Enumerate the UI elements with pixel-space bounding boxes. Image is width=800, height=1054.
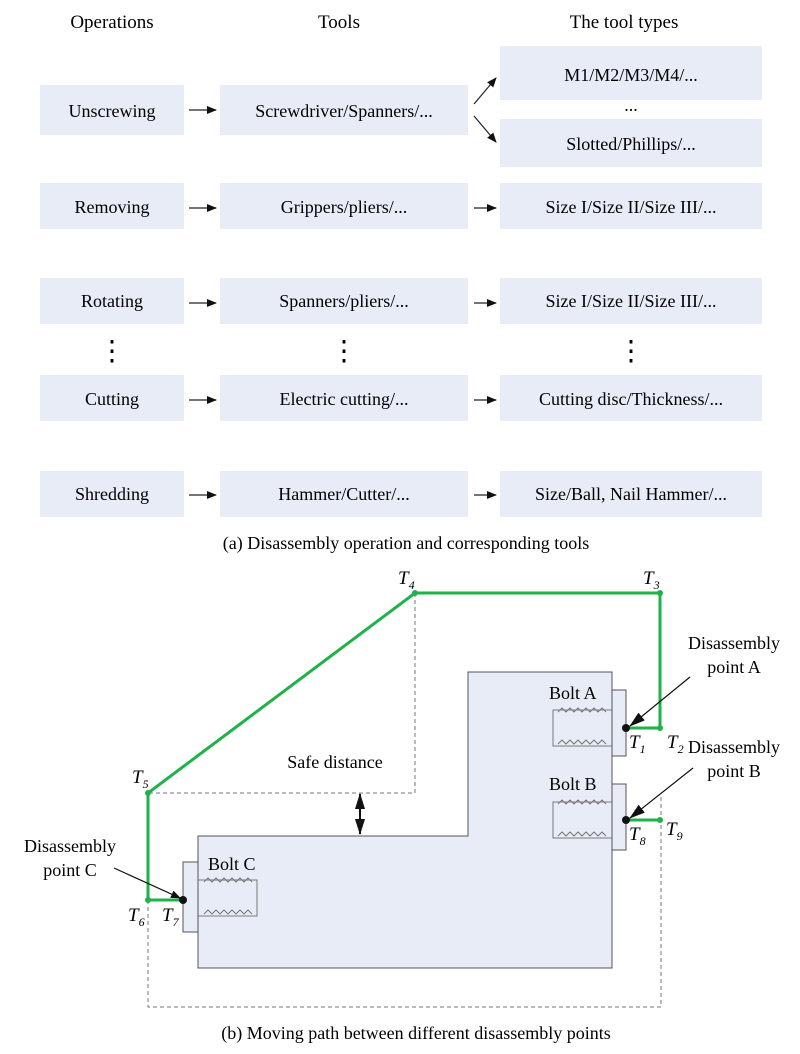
type-label: Size I/Size II/Size III/... bbox=[546, 291, 717, 311]
type-box bbox=[500, 119, 762, 167]
row-cutting: Cutting Electric cutting/... Cutting dis… bbox=[40, 375, 762, 421]
waypoint-t7 bbox=[179, 896, 187, 904]
operation-label: Shredding bbox=[75, 484, 149, 504]
bolt-c-label: Bolt C bbox=[208, 854, 256, 874]
tool-label: Spanners/pliers/... bbox=[279, 291, 408, 311]
tool-label: Grippers/pliers/... bbox=[281, 197, 407, 217]
waypoint-label-t1: T1 bbox=[629, 732, 646, 756]
type-label: Cutting disc/Thickness/... bbox=[539, 389, 723, 409]
point-c-label-line2: point C bbox=[43, 860, 97, 880]
bolt-b-label: Bolt B bbox=[549, 774, 597, 794]
row-shredding: Shredding Hammer/Cutter/... Size/Ball, N… bbox=[40, 471, 762, 517]
tool-label: Screwdriver/Spanners/... bbox=[255, 101, 432, 121]
thread-mark bbox=[203, 909, 253, 915]
operation-box bbox=[40, 183, 184, 229]
type-box bbox=[500, 278, 762, 324]
tool-box bbox=[220, 183, 468, 229]
point-b-pointer bbox=[629, 767, 694, 819]
header-tool-types: The tool types bbox=[570, 12, 679, 33]
tool-box bbox=[220, 278, 468, 324]
waypoint-t2 bbox=[657, 725, 663, 731]
type-box bbox=[500, 471, 762, 517]
bolt-shank bbox=[198, 879, 258, 917]
vertical-ellipsis: ⋮ bbox=[330, 336, 358, 367]
waypoint-t4 bbox=[412, 590, 418, 596]
waypoint-t1 bbox=[622, 724, 630, 732]
operation-label: Rotating bbox=[81, 291, 143, 311]
tool-box bbox=[220, 85, 468, 135]
waypoint-label-t8: T8 bbox=[629, 824, 646, 848]
operation-box bbox=[40, 375, 184, 421]
bolt-shank bbox=[552, 801, 612, 839]
type-box bbox=[500, 375, 762, 421]
type-ellipsis: ... bbox=[624, 95, 638, 115]
bolt-head bbox=[611, 689, 627, 757]
bolt-shank bbox=[552, 709, 612, 747]
waypoint-label-t7: T7 bbox=[162, 905, 180, 929]
waypoint-label-t6: T6 bbox=[128, 905, 145, 929]
waypoint-label-t5: T5 bbox=[132, 767, 149, 791]
waypoint-label-t9: T9 bbox=[666, 819, 683, 843]
row-unscrewing: Unscrewing Screwdriver/Spanners/... M1/M… bbox=[40, 46, 762, 167]
thread-mark bbox=[557, 831, 607, 837]
workpiece bbox=[197, 671, 613, 969]
type-label: Slotted/Phillips/... bbox=[566, 134, 696, 154]
point-a-pointer bbox=[629, 676, 691, 727]
row-rotating: Rotating Spanners/pliers/... Size I/Size… bbox=[40, 278, 762, 324]
arrow bbox=[473, 77, 497, 105]
waypoint-t5 bbox=[145, 790, 151, 796]
operation-label: Removing bbox=[75, 197, 150, 217]
waypoint-t9 bbox=[657, 817, 663, 823]
type-box bbox=[500, 183, 762, 229]
type-box bbox=[500, 46, 762, 100]
operation-label: Unscrewing bbox=[69, 101, 156, 121]
operation-box bbox=[40, 278, 184, 324]
tool-box bbox=[220, 471, 468, 517]
safe-distance-label: Safe distance bbox=[287, 752, 382, 772]
operation-box bbox=[40, 85, 184, 135]
point-c-pointer bbox=[113, 867, 181, 899]
thread-mark bbox=[557, 707, 607, 713]
waypoint-t8 bbox=[622, 816, 630, 824]
point-a-label-line1: Disassembly bbox=[688, 633, 780, 653]
point-c-label-line1: Disassembly bbox=[24, 836, 116, 856]
point-a-label-line2: point A bbox=[707, 657, 761, 677]
row-removing: Removing Grippers/pliers/... Size I/Size… bbox=[40, 183, 762, 229]
type-label: Size/Ball, Nail Hammer/... bbox=[535, 484, 727, 504]
thread-mark bbox=[203, 877, 253, 883]
thread-mark bbox=[557, 799, 607, 805]
tool-box bbox=[220, 375, 468, 421]
type-label: M1/M2/M3/M4/... bbox=[564, 65, 698, 85]
point-b-label-line1: Disassembly bbox=[688, 737, 780, 757]
vertical-ellipsis: ⋮ bbox=[617, 336, 645, 367]
vertical-ellipsis: ⋮ bbox=[98, 336, 126, 367]
arrow bbox=[473, 115, 497, 143]
waypoint-label-t3: T3 bbox=[643, 568, 660, 592]
tool-label: Hammer/Cutter/... bbox=[278, 484, 409, 504]
waypoint-label-t2: T2 bbox=[667, 732, 684, 756]
header-tools: Tools bbox=[318, 12, 360, 33]
operation-label: Cutting bbox=[85, 389, 139, 409]
waypoint-t3 bbox=[657, 590, 663, 596]
type-label: Size I/Size II/Size III/... bbox=[546, 197, 717, 217]
waypoint-label-t4: T4 bbox=[398, 568, 415, 592]
point-b-label-line2: point B bbox=[707, 761, 761, 781]
tool-label: Electric cutting/... bbox=[280, 389, 409, 409]
bolt-a bbox=[552, 689, 627, 757]
header-operations: Operations bbox=[70, 12, 153, 33]
caption-a: (a) Disassembly operation and correspond… bbox=[223, 533, 589, 554]
caption-b: (b) Moving path between different disass… bbox=[221, 1023, 611, 1044]
waypoint-t6 bbox=[145, 897, 151, 903]
bolt-a-label: Bolt A bbox=[549, 683, 597, 703]
operation-box bbox=[40, 471, 184, 517]
thread-mark bbox=[557, 739, 607, 745]
